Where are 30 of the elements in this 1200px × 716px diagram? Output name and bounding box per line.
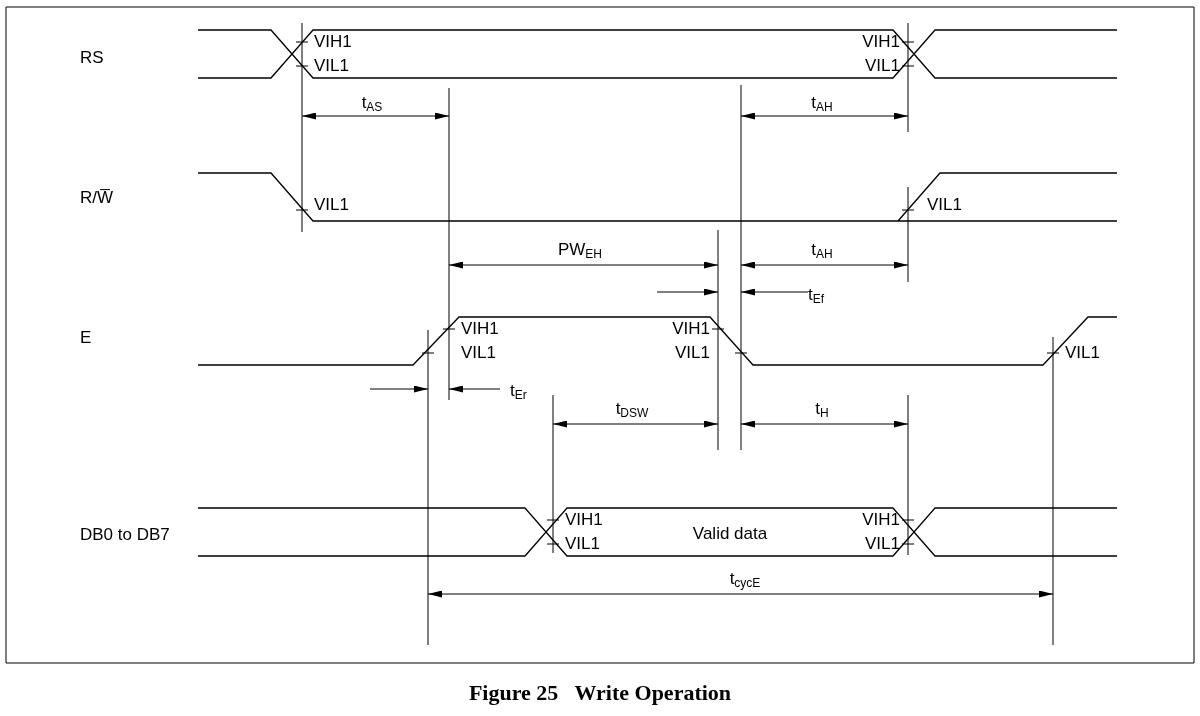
threshold-label: VIL1 [675,343,710,363]
timing-label: t$_{AS}$ [361,93,383,115]
figure-caption: Figure 25 Write Operation [468,680,732,706]
timing-label: PW$_{EH}$ [557,240,603,262]
timing-label: t$_{AH}$ [811,93,833,115]
threshold-label: VIL1 [565,534,600,554]
timing-label: t$_{DSW}$ [615,399,649,421]
threshold-label: VIH1 [862,32,900,52]
timing-label: t$_{cycE}$ [729,569,761,591]
timing-label: t$_{H}$ [815,399,829,421]
threshold-label: VIL1 [461,343,496,363]
signal-name: DB0 to DB7 [80,525,170,545]
timing-label: t$_{Er}$ [510,381,527,403]
threshold-label: VIH1 [565,510,603,530]
timing-label: t$_{AH}$ [811,240,833,262]
threshold-label: VIL1 [314,56,349,76]
signal-name: E [80,328,92,348]
threshold-label: VIH1 [862,510,900,530]
timing-label: t$_{Ef}$ [808,285,825,307]
threshold-label: VIL1 [865,56,900,76]
threshold-label: VIL1 [314,195,349,215]
threshold-label: VIH1 [314,32,352,52]
data-label: Valid data [692,524,768,544]
signal-name: RS [80,48,104,68]
threshold-label: VIH1 [672,319,710,339]
threshold-label: VIL1 [865,534,900,554]
signal-name: R/W̅ [80,188,114,208]
threshold-label: VIH1 [461,319,499,339]
threshold-label: VIL1 [927,195,962,215]
threshold-label: VIL1 [1065,343,1100,363]
